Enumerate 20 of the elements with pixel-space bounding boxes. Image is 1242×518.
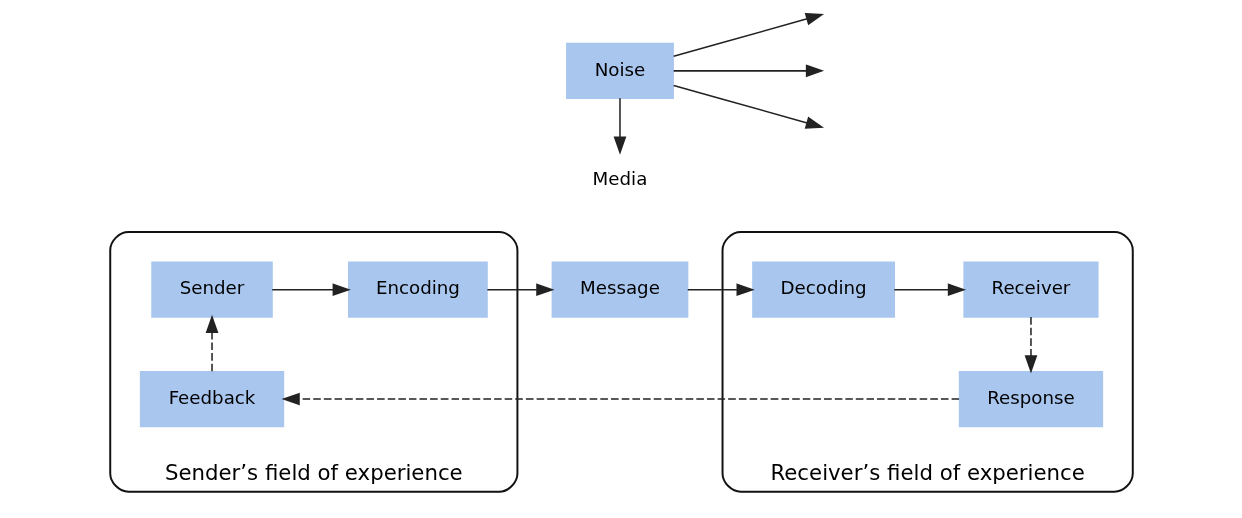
arrow [613, 97, 626, 155]
arrow [893, 283, 966, 297]
arrow [672, 64, 824, 78]
node-text: Media [592, 167, 647, 189]
arrow [672, 12, 824, 57]
node-box: Receiver [962, 261, 1099, 318]
arrow [486, 283, 554, 297]
node-box: Noise [565, 42, 674, 99]
arrow [205, 314, 218, 373]
node-box: Response [958, 370, 1103, 428]
node-box: Encoding [347, 261, 488, 318]
node-box: Decoding [751, 261, 895, 318]
node-box: Feedback [139, 370, 284, 428]
arrow [1024, 316, 1037, 374]
node-box: Message [551, 261, 688, 318]
arrow [281, 392, 960, 406]
arrow [270, 283, 351, 297]
arrow [686, 283, 755, 297]
arrow [672, 84, 824, 129]
node-box: Sender [150, 261, 273, 318]
